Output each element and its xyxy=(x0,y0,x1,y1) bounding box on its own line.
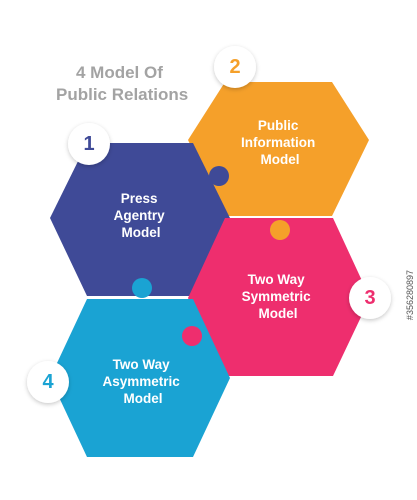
hexagon-press-agentry xyxy=(50,143,230,296)
svg-text:1: 1 xyxy=(83,133,94,155)
number-badge-2: 2 xyxy=(214,46,256,88)
number-badge-4: 4 xyxy=(27,361,69,403)
puzzle-tab-2-3 xyxy=(270,220,290,240)
stock-id: #356280897 xyxy=(405,270,415,321)
title-line-1: 4 Model Of xyxy=(76,63,163,82)
label-public-information: Public Information Model xyxy=(241,118,319,167)
svg-text:4: 4 xyxy=(42,371,54,393)
puzzle-tab-3-4 xyxy=(182,326,202,346)
label-two-way-asymmetric: Two Way Asymmetric Model xyxy=(102,357,183,406)
hexagon-public-information xyxy=(188,82,369,216)
title-line-2: Public Relations xyxy=(56,85,188,104)
svg-text:3: 3 xyxy=(364,287,375,309)
number-badge-1: 1 xyxy=(68,123,110,165)
puzzle-tab-4-1 xyxy=(132,278,152,298)
svg-text:2: 2 xyxy=(229,56,240,78)
diagram-title: 4 Model Of Public Relations xyxy=(56,63,188,104)
puzzle-tab-1-2 xyxy=(209,166,229,186)
label-press-agentry: Press Agentry Model xyxy=(114,191,169,240)
number-badge-3: 3 xyxy=(349,277,391,319)
hexagon-two-way-symmetric xyxy=(188,218,370,376)
label-two-way-symmetric: Two Way Symmetric Model xyxy=(242,272,315,321)
